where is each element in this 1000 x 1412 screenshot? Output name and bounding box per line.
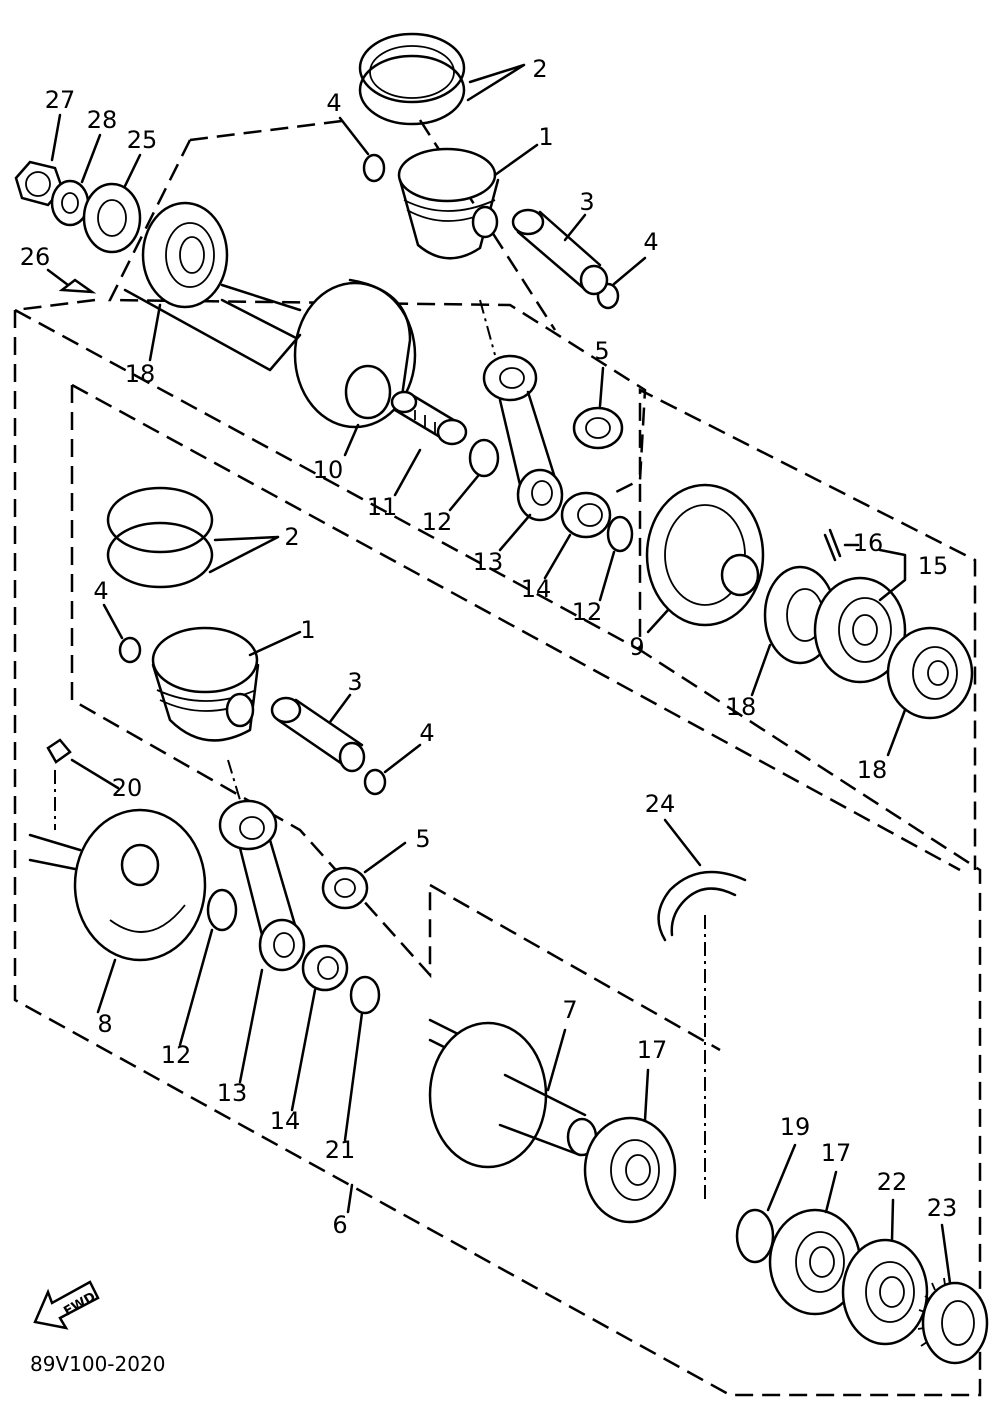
crank-half-7 [428, 1018, 598, 1169]
callout-1-mid: 1 [300, 616, 315, 644]
piston-pin-top [511, 208, 609, 296]
callout-8: 8 [97, 1010, 112, 1038]
drawing-code: 89V100-2020 [30, 1352, 165, 1376]
circlip-mid-left [118, 636, 142, 664]
connecting-rod-13-lower [218, 759, 306, 1084]
assembly-outline-crankshaft-6 [13, 298, 982, 1397]
circlip-top-left [362, 153, 386, 183]
circlip-24 [657, 818, 747, 1200]
callout-14-mid: 14 [521, 575, 552, 603]
callout-12-right: 12 [572, 598, 603, 626]
forward-direction-arrow-icon: FWD [33, 1280, 100, 1330]
callout-15: 15 [918, 552, 949, 580]
woodruff-key-20 [46, 738, 120, 830]
callout-18-mid: 18 [726, 693, 757, 721]
callout-21: 21 [325, 1136, 356, 1164]
callout-22: 22 [877, 1168, 908, 1196]
callout-4-mid: 4 [93, 577, 108, 605]
bearing-25 [82, 153, 142, 254]
thrust-washer-12-upper-left [468, 438, 500, 478]
callout-28: 28 [87, 106, 118, 134]
callout-3-mid: 3 [347, 668, 362, 696]
callout-19: 19 [780, 1113, 811, 1141]
bearing-18-right [886, 626, 974, 757]
callout-24: 24 [645, 790, 676, 818]
callout-14-low: 14 [270, 1107, 301, 1135]
crank-half-9 [645, 483, 765, 634]
callout-18-left: 18 [125, 360, 156, 388]
nut-27 [14, 113, 64, 207]
woodruff-key-26 [46, 268, 97, 294]
callout-12-low: 12 [161, 1041, 192, 1069]
thrust-washer-12-upper-right [606, 515, 634, 553]
callout-9: 9 [629, 633, 644, 661]
piston-mid [151, 626, 302, 742]
callout-6: 6 [332, 1211, 347, 1239]
callout-7: 7 [562, 996, 577, 1024]
circlip-top-right [596, 282, 620, 310]
callout-26: 26 [20, 243, 51, 271]
callout-2-mid: 2 [284, 523, 299, 551]
callout-2-top: 2 [532, 55, 547, 83]
piston-top [397, 143, 539, 260]
needle-bearing-5-upper [572, 366, 624, 450]
needle-bearing-14-lower [290, 944, 349, 1112]
callout-labels: 2272825413426185101112131412161524139184… [20, 55, 958, 1239]
callout-3-top: 3 [579, 188, 594, 216]
washer-19 [735, 1208, 775, 1264]
crank-half-8 [28, 808, 207, 1014]
assembly-outline-inner [70, 383, 961, 1052]
bearing-18-left [141, 201, 229, 362]
callout-27: 27 [45, 86, 76, 114]
oil-seal-22 [841, 1198, 929, 1346]
crank-half-10 [123, 278, 417, 457]
callout-25: 25 [127, 126, 158, 154]
callout-13-mid: 13 [473, 548, 504, 576]
callout-20: 20 [112, 774, 143, 802]
callout-5-mid: 5 [415, 825, 430, 853]
callout-1-top: 1 [538, 123, 553, 151]
piston-rings-mid [106, 486, 280, 589]
piston-rings-top [358, 32, 526, 126]
needle-bearing-5-lower [321, 841, 407, 910]
circlip-mid-right [363, 768, 387, 796]
callout-23: 23 [927, 1194, 958, 1222]
crank-pin-11 [390, 390, 468, 497]
callout-4-top: 4 [326, 89, 341, 117]
callout-4-mid-right: 4 [419, 719, 434, 747]
connecting-rod-13-upper [479, 299, 564, 552]
thrust-washer-12-lower [206, 888, 238, 932]
callout-17-mid: 17 [637, 1036, 668, 1064]
thrust-washer-21 [349, 975, 381, 1015]
callout-13-low: 13 [217, 1079, 248, 1107]
bearing-17-mid [583, 1068, 677, 1224]
callout-10: 10 [313, 456, 344, 484]
callout-17-low: 17 [821, 1139, 852, 1167]
callout-18-right: 18 [857, 756, 888, 784]
needle-bearing-14-upper [543, 491, 612, 580]
callout-5-top: 5 [594, 337, 609, 365]
piston-pin-mid [270, 693, 366, 773]
callout-11: 11 [367, 493, 398, 521]
pin-16 [823, 528, 860, 562]
gear-23 [917, 1223, 989, 1365]
callout-12-mid: 12 [422, 508, 453, 536]
callout-4-top-right: 4 [643, 228, 658, 256]
callout-16: 16 [853, 529, 884, 557]
bearing-15-assembly [813, 548, 907, 684]
